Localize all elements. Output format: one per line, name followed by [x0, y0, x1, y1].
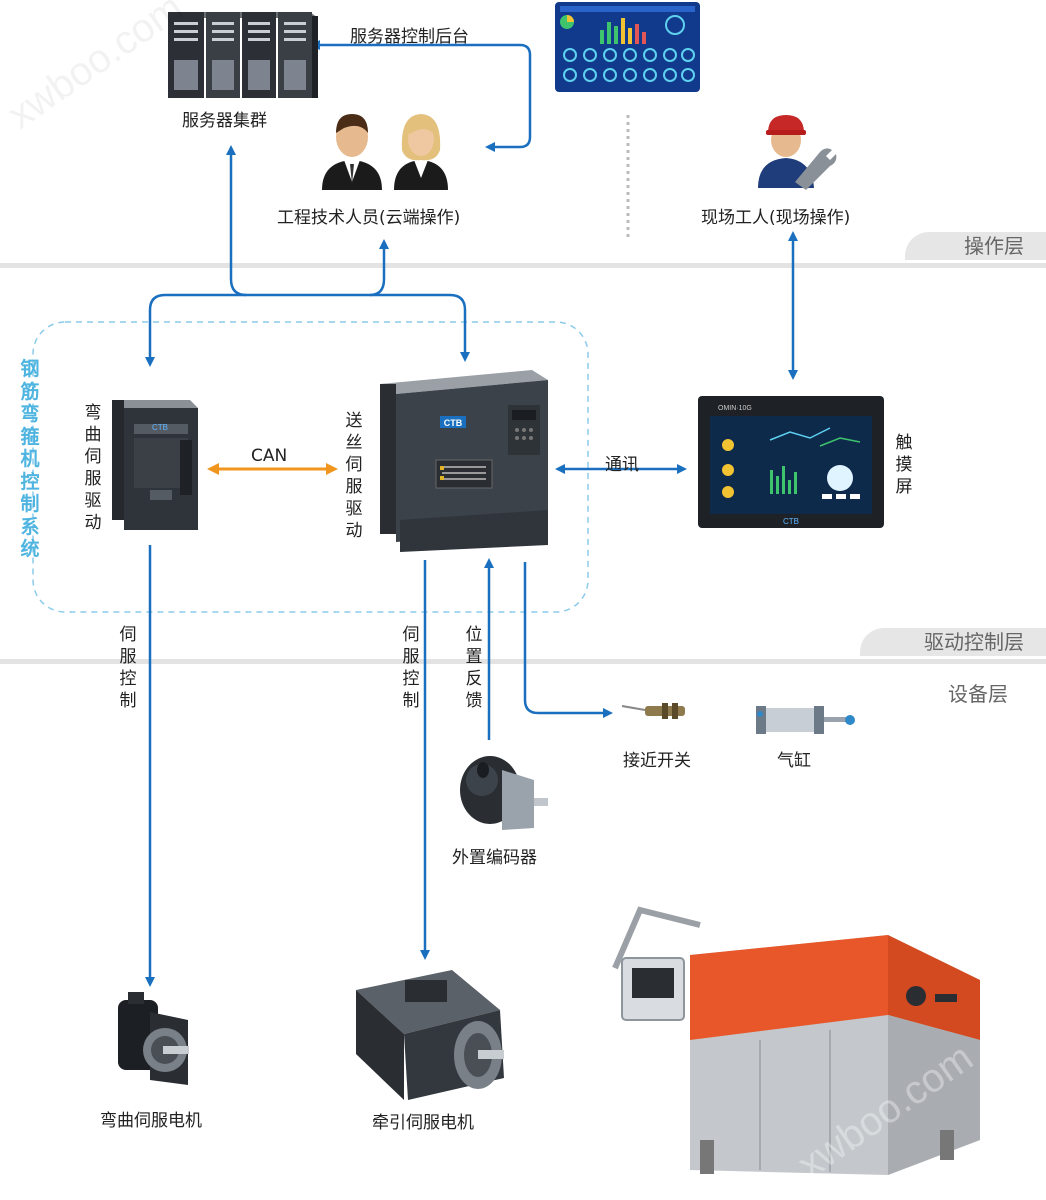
feed-servo-drive-image [380, 370, 548, 552]
feed-drive-label: 送丝伺服驱动 [345, 411, 363, 541]
backend-link-arrow [310, 40, 532, 152]
bend-servo-motor-image [118, 992, 189, 1085]
traction-servo-motor-image [356, 970, 504, 1100]
server-cluster-icon [168, 12, 318, 98]
cylinder-label: 气缸 [777, 751, 811, 771]
field-worker-label: 现场工人(现场操作) [701, 208, 851, 228]
proximity-switch-image [621, 703, 685, 719]
encoder-label: 外置编码器 [452, 848, 537, 868]
server-backend-label: 服务器控制后台 [350, 27, 469, 47]
feed-drive-brand: CTB [444, 418, 463, 428]
engineer-male-icon [322, 114, 382, 190]
engineer-female-icon [394, 114, 448, 190]
servo-control-left-label: 伺服控制 [119, 625, 137, 711]
position-feedback-label: 位置反馈 [465, 625, 483, 711]
comm-label: 通讯 [605, 455, 639, 475]
external-encoder-image [460, 756, 548, 830]
operation-layer-band [0, 263, 1046, 268]
field-worker-icon [758, 115, 837, 190]
rebar-bending-machine-image [612, 906, 980, 1175]
operation-layer-label: 操作层 [905, 232, 1046, 260]
hmi-brand: CTB [783, 517, 799, 526]
air-cylinder-image [756, 706, 855, 734]
feed-drive-brand-bg [440, 416, 466, 428]
bend-drive-label: 弯曲伺服驱动 [84, 403, 102, 533]
server-cluster-label: 服务器集群 [182, 111, 267, 131]
hmi-model-text: OMIN·10G [718, 405, 752, 412]
bend-drive-brand: CTB [152, 423, 168, 432]
can-label: CAN [251, 446, 288, 466]
system-name-label: 钢筋弯箍机控制系统 [20, 358, 40, 560]
touchscreen-label: 触摸屏 [895, 433, 913, 497]
bend-servo-drive-image [112, 400, 198, 530]
io-link-arrow [523, 562, 613, 718]
proximity-switch-label: 接近开关 [623, 751, 691, 771]
trunk-to-server-arrow [226, 145, 389, 297]
trunk-to-feed-drive-arrow [370, 293, 470, 362]
watermark-top: xwboo.com [0, 0, 191, 137]
dashboard-screen-image [555, 2, 700, 92]
drive-layer-band [0, 659, 1046, 664]
bend-motor-label: 弯曲伺服电机 [100, 1111, 202, 1131]
servo-control-right-label: 伺服控制 [402, 625, 420, 711]
equipment-layer-label: 设备层 [948, 682, 1008, 706]
drive-layer-label: 驱动控制层 [860, 628, 1046, 656]
touchscreen-hmi-image [698, 396, 884, 528]
trunk-to-bend-drive-arrow [145, 293, 246, 367]
traction-motor-label: 牵引伺服电机 [372, 1113, 474, 1133]
engineers-label: 工程技术人员(云端操作) [277, 208, 461, 228]
